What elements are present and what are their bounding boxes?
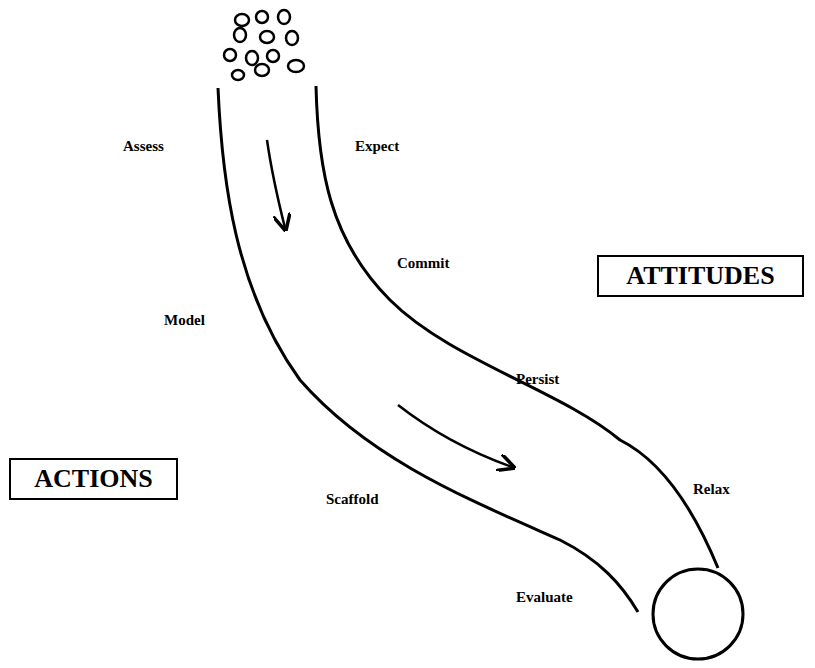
heading-box: ATTITUDES [597,255,804,297]
stage-label: Expect [355,138,399,155]
heading-text: ATTITUDES [626,260,774,291]
stage-label: Relax [693,481,730,498]
pebbles [224,10,304,80]
stage-label: Scaffold [326,491,379,508]
stage-label: Assess [123,138,164,155]
heading-text: ACTIONS [34,463,152,494]
heading-box: ACTIONS [9,458,178,500]
stage-label: Persist [516,371,559,388]
tube-right-wall [316,86,718,568]
tube-left-wall [218,88,638,612]
stage-label: Commit [397,255,450,272]
flow-arrow [267,140,285,228]
flow-arrow [398,405,512,467]
outlet-circle [653,569,743,659]
stage-label: Evaluate [516,589,573,606]
stage-label: Model [164,312,205,329]
